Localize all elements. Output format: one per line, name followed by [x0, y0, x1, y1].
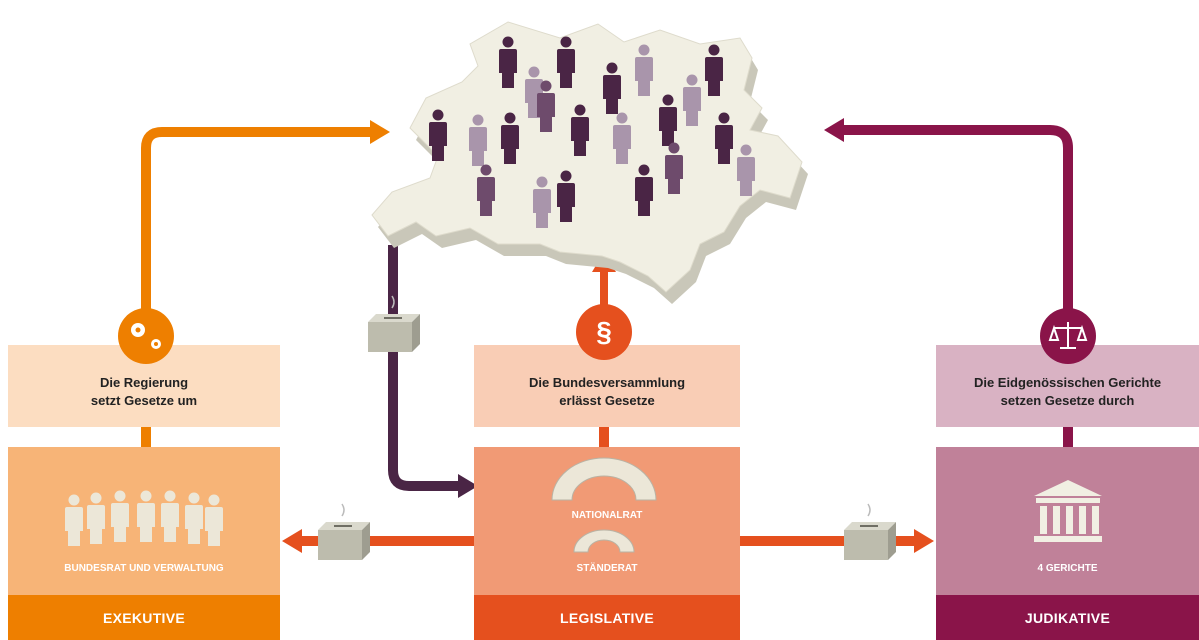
- executive-arrowhead: [370, 120, 390, 144]
- election-arrow: [388, 245, 460, 491]
- ballot-box-icon: [317, 503, 371, 561]
- judicative-to-map-arrow: [842, 125, 1073, 322]
- ballot-box-icon: [843, 503, 897, 561]
- staenderat-chamber-icon: [573, 529, 635, 553]
- legislative-description-line2: erlässt Gesetze: [559, 393, 655, 408]
- legislative-branch-label: LEGISLATIVE: [559, 609, 655, 626]
- judicative-description: Die Eidgenössischen Gerichte setzen Gese…: [936, 372, 1199, 412]
- legislative-to-executive-arrowhead: [282, 529, 302, 553]
- courthouse-icon: [1034, 480, 1102, 542]
- judicative-arrowhead: [824, 118, 844, 142]
- nationalrat-label: NATIONALRAT: [571, 510, 643, 521]
- ballot-box-icon: [367, 295, 421, 353]
- paragraph-symbol: §: [596, 316, 612, 347]
- staenderat-label: STÄNDERAT: [576, 563, 638, 574]
- judicative-description-line1: Die Eidgenössischen Gerichte: [973, 375, 1162, 390]
- gears-icon: [118, 308, 174, 364]
- nationalrat-chamber-icon: [551, 457, 657, 501]
- judicative-description-line2: setzen Gesetze durch: [1000, 393, 1135, 408]
- election-arrowhead: [458, 474, 478, 498]
- executive-description-line2: setzt Gesetze um: [90, 393, 198, 408]
- executive-description-line1: Die Regierung: [99, 375, 189, 390]
- legislative-description-line1: Die Bundesversammlung: [528, 375, 686, 390]
- executive-branch-label: EXEKUTIVE: [102, 609, 186, 626]
- legislative-description: Die Bundesversammlung erlässt Gesetze: [474, 372, 740, 412]
- legislative-to-judicative-arrowhead: [914, 529, 934, 553]
- executive-description: Die Regierung setzt Gesetze um: [8, 372, 280, 412]
- judicative-body-label: 4 GERICHTE: [1037, 563, 1098, 574]
- executive-to-map-arrow: [141, 127, 372, 318]
- judicative-branch-label: JUDIKATIVE: [1024, 609, 1111, 626]
- executive-body-label: BUNDESRAT UND VERWALTUNG: [64, 563, 224, 574]
- paragraph-icon: [576, 304, 632, 360]
